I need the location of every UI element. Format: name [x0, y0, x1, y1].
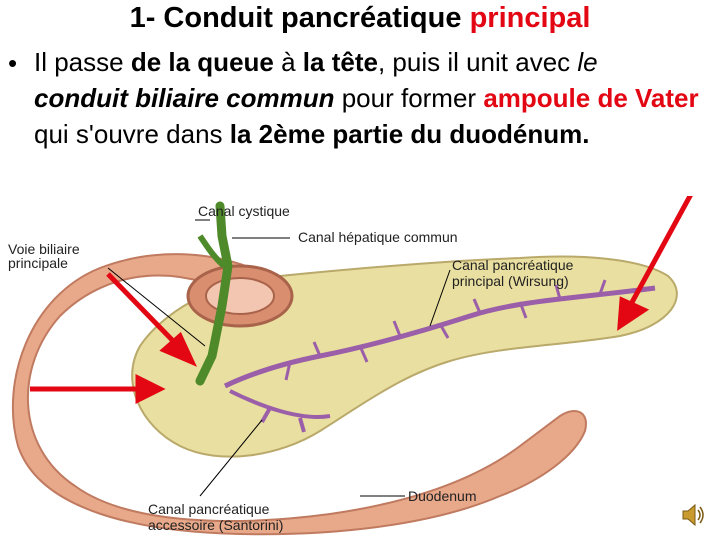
pancreas-diagram: Canal cystique Canal hépatique commun Vo… [0, 196, 720, 540]
bt-11: la 2ème partie du duodénum. [229, 119, 590, 149]
slide-title: 1- Conduit pancréatique principal [0, 2, 720, 35]
bt-10: qui s'ouvre dans [34, 119, 230, 149]
bt-1: Il passe [34, 47, 131, 77]
bile-duct [195, 201, 233, 386]
arrowhead-left-diagonal [159, 331, 197, 367]
arrowhead-right-diagonal [617, 296, 650, 331]
bullet-text: Il passe de la queue à la tête, puis il … [34, 44, 714, 152]
leader-santorini [199, 419, 263, 497]
arrowhead-horizontal [135, 373, 166, 405]
title-accent: principal [469, 2, 591, 34]
accessory-duct [229, 389, 331, 433]
arrow-right-diagonal [627, 196, 693, 308]
label-santorini-2: accessoire (Santorini) [148, 517, 283, 533]
bt-2: de la queue [130, 47, 274, 77]
label-wirsung-1: Canal pancréatique [452, 257, 574, 273]
bt-3: à [273, 47, 303, 77]
main-pancreatic-duct [223, 285, 656, 389]
label-wirsung-2: principal (Wirsung) [452, 273, 569, 289]
bt-7: conduit biliaire commun [34, 83, 335, 113]
label-canal-hepatique: Canal hépatique commun [298, 229, 458, 245]
label-canal-cystique: Canal cystique [198, 203, 290, 219]
bullet-dot: • [8, 48, 18, 78]
bt-5: , puis il unit avec [377, 47, 578, 77]
bt-4: la tête [302, 47, 378, 77]
label-voie-biliaire-2: principale [8, 255, 68, 271]
label-santorini-1: Canal pancréatique [148, 501, 270, 517]
leader-wirsung [429, 269, 451, 327]
pylorus-lumen [205, 277, 275, 315]
label-duodenum: Duodenum [408, 488, 477, 504]
title-prefix: 1- Conduit pancréatique [129, 2, 470, 34]
arrow-left-diagonal [106, 272, 180, 348]
bt-9: ampoule de Vater [483, 83, 699, 113]
duodenum-shape [11, 253, 587, 536]
red-arrows [30, 196, 693, 405]
speaker-icon[interactable] [681, 502, 705, 528]
leader-voie [107, 267, 206, 347]
bt-6: le [577, 47, 598, 77]
bt-8: pour former [334, 83, 484, 113]
label-voie-biliaire-1: Voie biliaire [8, 241, 80, 257]
duct-branches [284, 279, 607, 381]
cystic-duct [197, 234, 227, 269]
